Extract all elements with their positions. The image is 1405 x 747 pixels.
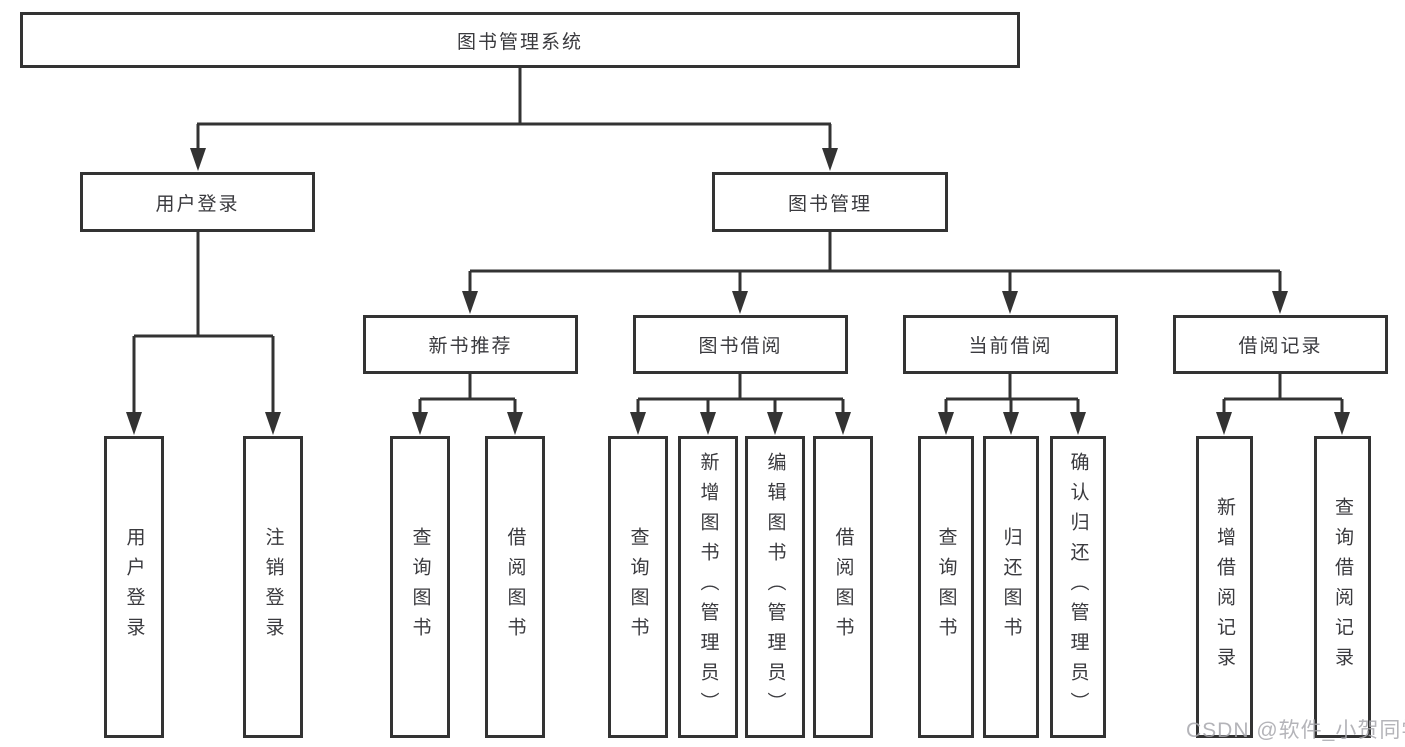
node-library-management-system: 图书管理系统 bbox=[20, 12, 1020, 68]
node-user-login: 用户登录 bbox=[80, 172, 315, 232]
leaf-borrow-books: 借阅图书 bbox=[813, 436, 873, 738]
node-book-borrowing: 图书借阅 bbox=[633, 315, 848, 374]
leaf-query-books-recommend: 查询图书 bbox=[390, 436, 450, 738]
leaf-label: 新增图书（管理员） bbox=[697, 452, 719, 722]
leaf-label: 归还图书 bbox=[1000, 527, 1022, 647]
leaf-return-books: 归还图书 bbox=[983, 436, 1039, 738]
leaf-query-books-current: 查询图书 bbox=[918, 436, 974, 738]
leaf-add-borrow-record: 新增借阅记录 bbox=[1196, 436, 1253, 738]
node-current-borrowing: 当前借阅 bbox=[903, 315, 1118, 374]
leaf-label: 借阅图书 bbox=[832, 527, 854, 647]
leaf-label: 注销登录 bbox=[262, 527, 284, 647]
leaf-label: 查询图书 bbox=[409, 527, 431, 647]
node-borrowing-records: 借阅记录 bbox=[1173, 315, 1388, 374]
leaf-confirm-return-admin: 确认归还（管理员） bbox=[1050, 436, 1106, 738]
node-book-management: 图书管理 bbox=[712, 172, 948, 232]
leaf-edit-books-admin: 编辑图书（管理员） bbox=[745, 436, 805, 738]
leaf-label: 借阅图书 bbox=[504, 527, 526, 647]
leaf-borrow-books-recommend: 借阅图书 bbox=[485, 436, 545, 738]
leaf-query-borrow-record: 查询借阅记录 bbox=[1314, 436, 1371, 738]
leaf-label: 用户登录 bbox=[123, 527, 145, 647]
node-label: 当前借阅 bbox=[968, 336, 1053, 357]
node-label: 新书推荐 bbox=[428, 336, 513, 357]
node-label: 图书借阅 bbox=[698, 336, 783, 357]
node-label: 用户登录 bbox=[155, 193, 240, 215]
leaf-label: 查询图书 bbox=[935, 527, 957, 647]
leaf-label: 确认归还（管理员） bbox=[1067, 452, 1089, 722]
arrowheads bbox=[126, 148, 1350, 435]
leaf-add-books-admin: 新增图书（管理员） bbox=[678, 436, 738, 738]
csdn-watermark: CSDN @软件_小贺同学 bbox=[1186, 719, 1405, 742]
leaf-label: 查询图书 bbox=[627, 527, 649, 647]
leaf-label: 编辑图书（管理员） bbox=[764, 452, 786, 722]
leaf-user-login: 用户登录 bbox=[104, 436, 164, 738]
leaf-label: 新增借阅记录 bbox=[1214, 497, 1235, 677]
node-new-book-recommendation: 新书推荐 bbox=[363, 315, 578, 374]
node-label: 图书管理 bbox=[787, 193, 872, 215]
leaf-query-books-borrow: 查询图书 bbox=[608, 436, 668, 738]
node-label: 借阅记录 bbox=[1238, 336, 1323, 357]
leaf-label: 查询借阅记录 bbox=[1332, 497, 1353, 677]
leaf-logout: 注销登录 bbox=[243, 436, 303, 738]
node-label: 图书管理系统 bbox=[456, 31, 583, 53]
